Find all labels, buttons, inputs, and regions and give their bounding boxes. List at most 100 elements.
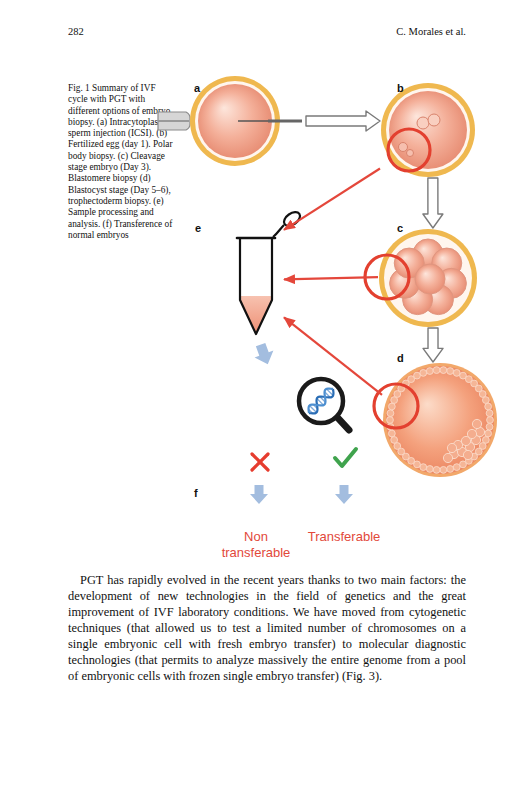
trophectoderm-cell	[486, 423, 493, 430]
stage-illustration	[378, 228, 478, 328]
biopsy-highlight	[374, 384, 418, 428]
page-number: 282	[68, 25, 128, 38]
tube-body	[240, 238, 272, 334]
biopsy-arrow	[284, 277, 378, 279]
trophectoderm-cell	[440, 367, 447, 374]
dna-helix	[309, 389, 334, 414]
helix-strand	[309, 389, 333, 413]
stage-illustration	[382, 362, 498, 478]
sample-liquid	[240, 296, 272, 334]
panel-letter: d	[397, 352, 404, 364]
flow-arrow	[335, 485, 353, 504]
trophectoderm-cell	[387, 417, 394, 424]
trophectoderm-cell	[426, 368, 433, 375]
embryo-stage: b	[380, 82, 476, 178]
panel-letter: a	[194, 82, 200, 94]
helix-rung	[317, 398, 324, 405]
helix-rung	[320, 397, 326, 403]
trophectoderm-cell	[485, 430, 492, 437]
outcome-label: Non transferable	[214, 529, 298, 561]
pronucleus	[417, 117, 429, 129]
biopsy-highlight	[388, 129, 430, 171]
cross-stroke	[252, 454, 268, 470]
trophectoderm-cell	[387, 410, 394, 417]
blue-arrow	[335, 485, 353, 504]
embryo-stage: d	[382, 362, 498, 478]
stage-graphic	[374, 363, 497, 477]
stage-illustration	[156, 74, 306, 168]
zona-pellucida	[381, 83, 475, 177]
pipette-body	[158, 112, 190, 130]
stage-arrow	[423, 328, 443, 362]
body-paragraph: PGT has rapidly evolved in the recent ye…	[68, 572, 466, 684]
tube-cap	[281, 209, 302, 228]
trophectoderm-cell	[433, 466, 440, 473]
helix-rung	[325, 392, 331, 398]
cross-stroke	[252, 454, 268, 470]
flow-arrow	[251, 341, 277, 368]
trophectoderm-cell	[426, 466, 433, 473]
trophectoderm-cell	[453, 464, 460, 471]
trophectoderm-cell	[391, 437, 398, 444]
helix-rung	[309, 405, 316, 412]
trophectoderm-cell	[440, 466, 447, 473]
perivitelline-space	[386, 88, 470, 172]
blastomere	[415, 264, 445, 294]
trophectoderm-cell	[447, 466, 454, 473]
helix-rung	[326, 389, 333, 396]
stage-graphic	[381, 83, 475, 177]
panel-letter: e	[195, 222, 201, 234]
trophectoderm-cell	[388, 430, 395, 437]
inner-cell-mass	[467, 429, 476, 438]
zona-pellucida	[383, 363, 497, 477]
magnifier-handle	[337, 417, 349, 430]
figure-caption: Fig. 1 Summary of IVF cycle with PGT wit…	[68, 83, 175, 241]
stage-illustration	[234, 212, 284, 336]
polar-body	[399, 143, 408, 152]
magnifier-symbol	[299, 379, 349, 430]
trophectoderm-cell	[482, 397, 489, 404]
helix-rung	[313, 405, 317, 409]
pronucleus	[428, 114, 440, 126]
biopsy-arrow	[284, 169, 380, 230]
inner-cell-mass	[443, 453, 452, 462]
embryo-stage: e	[234, 212, 284, 336]
blue-arrow	[250, 485, 268, 504]
holding-pipette	[158, 112, 190, 130]
biopsy-highlight	[365, 255, 409, 299]
trophectoderm-cell	[420, 464, 427, 471]
reject-cross	[252, 454, 268, 470]
injection-needle	[238, 120, 302, 121]
trophectoderm-cell	[388, 403, 395, 410]
perivitelline-space	[384, 234, 472, 322]
trophectoderm-cell	[460, 461, 467, 468]
stage-arrow	[306, 111, 380, 131]
magnifier-lens	[299, 379, 343, 423]
trophectoderm-cell	[447, 368, 454, 375]
trophectoderm-cell	[485, 403, 492, 410]
pipette-lumen	[158, 120, 189, 122]
stage-graphic	[237, 209, 303, 334]
inner-cell-mass	[472, 419, 481, 428]
embryo-stage: a	[156, 74, 306, 168]
trophectoderm-cell	[453, 369, 460, 376]
helix-strand	[309, 389, 333, 413]
biopsy-arrow	[284, 317, 382, 395]
trophectoderm-cell	[433, 367, 440, 374]
running-head: C. Morales et al.	[280, 25, 466, 38]
inner-cell-mass	[447, 443, 456, 452]
needle-shaft	[268, 120, 302, 123]
trophectoderm-cell	[420, 369, 427, 376]
trophectoderm-cell	[487, 417, 494, 424]
trophectoderm-cell	[414, 372, 421, 379]
helix-rung	[331, 389, 333, 391]
flow-arrow	[250, 485, 268, 504]
accept-check	[335, 449, 356, 466]
embryo-stage: c	[378, 228, 478, 328]
helix-rung	[317, 403, 319, 405]
blue-arrow	[251, 341, 277, 368]
panel-letter: b	[397, 82, 404, 94]
